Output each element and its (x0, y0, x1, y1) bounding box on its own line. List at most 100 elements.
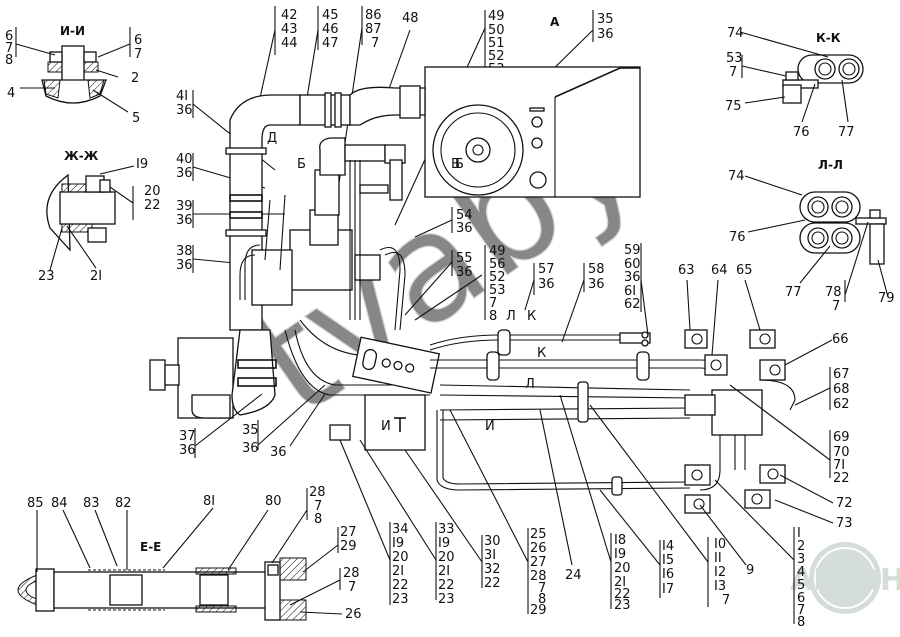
svg-text:I: I (797, 526, 801, 541)
svg-text:49: 49 (488, 9, 505, 24)
svg-text:20: 20 (144, 184, 161, 199)
svg-text:29: 29 (340, 539, 357, 554)
svg-text:5: 5 (797, 578, 805, 593)
svg-text:36: 36 (176, 103, 193, 118)
svg-text:56: 56 (489, 257, 506, 272)
svg-text:28: 28 (530, 569, 547, 584)
svg-text:22: 22 (614, 587, 631, 602)
svg-text:22: 22 (833, 471, 850, 486)
svg-text:43: 43 (281, 22, 298, 37)
svg-text:20: 20 (438, 550, 455, 565)
svg-text:Л: Л (525, 377, 535, 392)
svg-text:69: 69 (833, 430, 850, 445)
svg-text:51: 51 (488, 36, 505, 51)
svg-text:Е-Е: Е-Е (140, 540, 161, 554)
svg-text:7: 7 (729, 65, 737, 80)
svg-text:36: 36 (176, 258, 193, 273)
svg-text:24: 24 (565, 568, 582, 583)
svg-text:23: 23 (38, 269, 55, 284)
svg-text:6I: 6I (624, 284, 636, 299)
svg-text:I9: I9 (438, 536, 450, 551)
svg-text:7: 7 (722, 593, 730, 608)
svg-text:И-И: И-И (60, 24, 85, 38)
svg-text:5: 5 (132, 111, 140, 126)
svg-text:36: 36 (242, 441, 259, 456)
svg-text:58: 58 (588, 262, 605, 277)
svg-text:Л: Л (506, 309, 516, 324)
svg-text:53: 53 (489, 283, 506, 298)
svg-text:В: В (451, 157, 460, 172)
svg-text:28: 28 (309, 485, 326, 500)
svg-text:36: 36 (176, 213, 193, 228)
svg-text:52: 52 (488, 49, 505, 64)
svg-text:2: 2 (797, 539, 805, 554)
svg-text:36: 36 (538, 277, 555, 292)
svg-text:36: 36 (270, 445, 287, 460)
svg-text:25: 25 (530, 527, 547, 542)
svg-text:32: 32 (484, 562, 501, 577)
svg-text:55: 55 (456, 251, 473, 266)
svg-text:3: 3 (797, 552, 805, 567)
svg-text:44: 44 (281, 36, 298, 51)
svg-text:I0: I0 (714, 537, 726, 552)
svg-text:23: 23 (614, 598, 631, 613)
svg-text:77: 77 (785, 285, 802, 300)
svg-text:АГРОНКА: АГРОНКА (790, 563, 900, 598)
svg-text:А: А (550, 15, 560, 29)
section-kk: К-К 74 53 7 75 76 77 (725, 26, 864, 140)
middle-callouts: 54 36 55 36 49 56 52 53 7 8 Л К 57 36 58… (404, 207, 853, 531)
svg-text:22: 22 (438, 578, 455, 593)
svg-text:8: 8 (797, 615, 805, 630)
svg-text:60: 60 (624, 257, 641, 272)
svg-text:4: 4 (797, 565, 805, 580)
svg-text:83: 83 (83, 496, 100, 511)
svg-text:47: 47 (322, 36, 339, 51)
svg-text:2: 2 (131, 71, 139, 86)
svg-text:8: 8 (314, 512, 322, 527)
svg-text:84: 84 (51, 496, 68, 511)
svg-text:I3: I3 (714, 579, 726, 594)
svg-text:50: 50 (488, 23, 505, 38)
svg-text:59: 59 (624, 243, 641, 258)
svg-text:4: 4 (7, 86, 15, 101)
svg-text:40: 40 (176, 152, 193, 167)
svg-text:6: 6 (5, 29, 13, 44)
svg-text:7: 7 (538, 581, 546, 596)
svg-text:22: 22 (484, 576, 501, 591)
svg-text:3I: 3I (484, 548, 496, 563)
svg-text:7: 7 (489, 296, 497, 311)
svg-text:28: 28 (343, 566, 360, 581)
svg-text:64: 64 (711, 263, 728, 278)
svg-text:2I: 2I (438, 564, 450, 579)
svg-text:57: 57 (538, 262, 555, 277)
svg-text:I4: I4 (662, 539, 674, 554)
svg-text:К: К (537, 346, 546, 361)
svg-text:74: 74 (727, 26, 744, 41)
svg-text:73: 73 (836, 516, 853, 531)
svg-text:74: 74 (728, 169, 745, 184)
svg-text:85: 85 (27, 496, 44, 511)
svg-text:66: 66 (832, 332, 849, 347)
svg-text:68: 68 (833, 382, 850, 397)
svg-text:36: 36 (456, 221, 473, 236)
svg-text:78: 78 (825, 285, 842, 300)
svg-text:65: 65 (736, 263, 753, 278)
svg-text:Л-Л: Л-Л (818, 158, 843, 172)
svg-text:75: 75 (725, 99, 742, 114)
svg-text:I9: I9 (392, 536, 404, 551)
svg-text:И: И (381, 419, 391, 434)
svg-text:36: 36 (588, 277, 605, 292)
svg-text:35: 35 (597, 12, 614, 27)
svg-text:70: 70 (833, 445, 850, 460)
svg-text:62: 62 (624, 297, 641, 312)
svg-text:I9: I9 (136, 157, 148, 172)
svg-text:7: 7 (832, 299, 840, 314)
svg-text:62: 62 (833, 397, 850, 412)
svg-text:9: 9 (746, 563, 754, 578)
svg-text:К: К (527, 309, 536, 324)
svg-text:36: 36 (624, 270, 641, 285)
section-zhzh: Ж-Ж I9 20 22 23 2I (38, 149, 161, 284)
main-view: Б (149, 66, 796, 514)
svg-text:79: 79 (878, 291, 895, 306)
